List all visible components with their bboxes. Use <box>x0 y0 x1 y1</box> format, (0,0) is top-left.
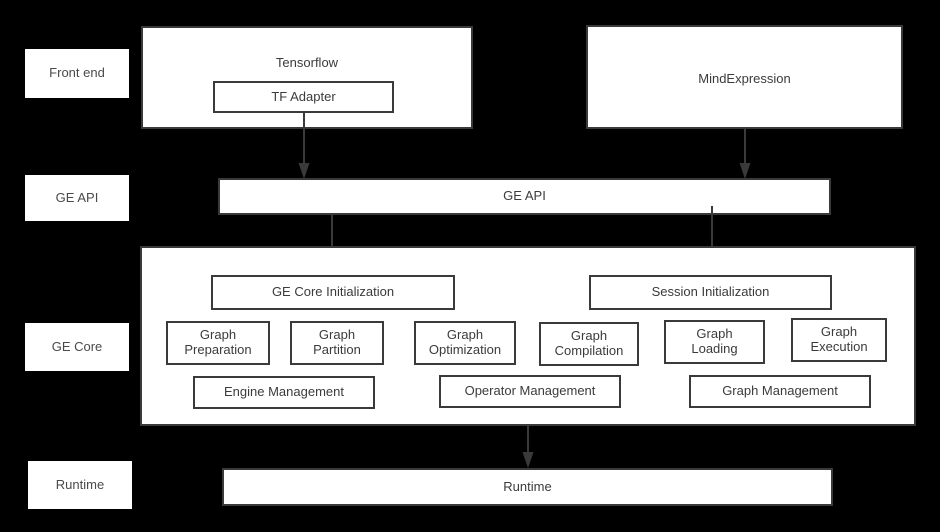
layer-label-ge-api-text: GE API <box>55 189 99 205</box>
graph-loading-box[interactable]: Graph Loading <box>664 320 765 364</box>
engine-management-label: Engine Management <box>224 384 344 400</box>
graph-optimization-box[interactable]: Graph Optimization <box>414 321 516 365</box>
graph-partition-box[interactable]: Graph Partition <box>290 321 384 365</box>
tensorflow-title: Tensorflow <box>275 55 339 70</box>
ge-core-initialization-label: GE Core Initialization <box>271 284 395 300</box>
graph-partition-label: Graph Partition <box>313 327 361 357</box>
ge-core-initialization-box[interactable]: GE Core Initialization <box>211 275 455 310</box>
graph-optimization-label: Graph Optimization <box>428 327 502 357</box>
session-initialization-box[interactable]: Session Initialization <box>589 275 832 310</box>
layer-label-ge-core: GE Core <box>25 323 129 371</box>
graph-preparation-box[interactable]: Graph Preparation <box>166 321 270 365</box>
ge-api-bar-label: GE API <box>503 188 546 204</box>
engine-management-box[interactable]: Engine Management <box>193 376 375 409</box>
layer-label-front-end: Front end <box>25 49 129 98</box>
session-initialization-label: Session Initialization <box>651 284 770 300</box>
layer-label-ge-api: GE API <box>25 175 129 221</box>
layer-label-runtime-text: Runtime <box>55 476 105 492</box>
graph-management-label: Graph Management <box>722 383 838 399</box>
layer-label-ge-core-text: GE Core <box>51 338 103 354</box>
mindexpression-container[interactable] <box>586 25 903 129</box>
graph-compilation-label: Graph Compilation <box>554 328 624 358</box>
arrow-ge-core-to-runtime <box>520 426 536 468</box>
graph-management-box[interactable]: Graph Management <box>689 375 871 408</box>
graph-execution-label: Graph Execution <box>810 324 868 354</box>
tf-adapter-label: TF Adapter <box>271 88 336 104</box>
tf-adapter-box[interactable]: TF Adapter <box>213 81 394 113</box>
ge-api-bar[interactable]: GE API <box>218 178 831 215</box>
graph-compilation-box[interactable]: Graph Compilation <box>539 322 639 366</box>
operator-management-box[interactable]: Operator Management <box>439 375 621 408</box>
arrow-tf-adapter-to-ge-api <box>296 112 312 179</box>
graph-execution-box[interactable]: Graph Execution <box>791 318 887 362</box>
arrow-mindexpression-to-ge-api <box>737 129 753 179</box>
graph-loading-label: Graph Loading <box>691 326 738 356</box>
operator-management-label: Operator Management <box>464 383 596 399</box>
layer-label-runtime: Runtime <box>28 461 132 509</box>
runtime-bar[interactable]: Runtime <box>222 468 833 506</box>
graph-preparation-label: Graph Preparation <box>184 327 252 357</box>
layer-label-front-end-text: Front end <box>49 65 105 81</box>
runtime-bar-label: Runtime <box>503 478 552 494</box>
mindexpression-title: MindExpression <box>698 71 791 86</box>
